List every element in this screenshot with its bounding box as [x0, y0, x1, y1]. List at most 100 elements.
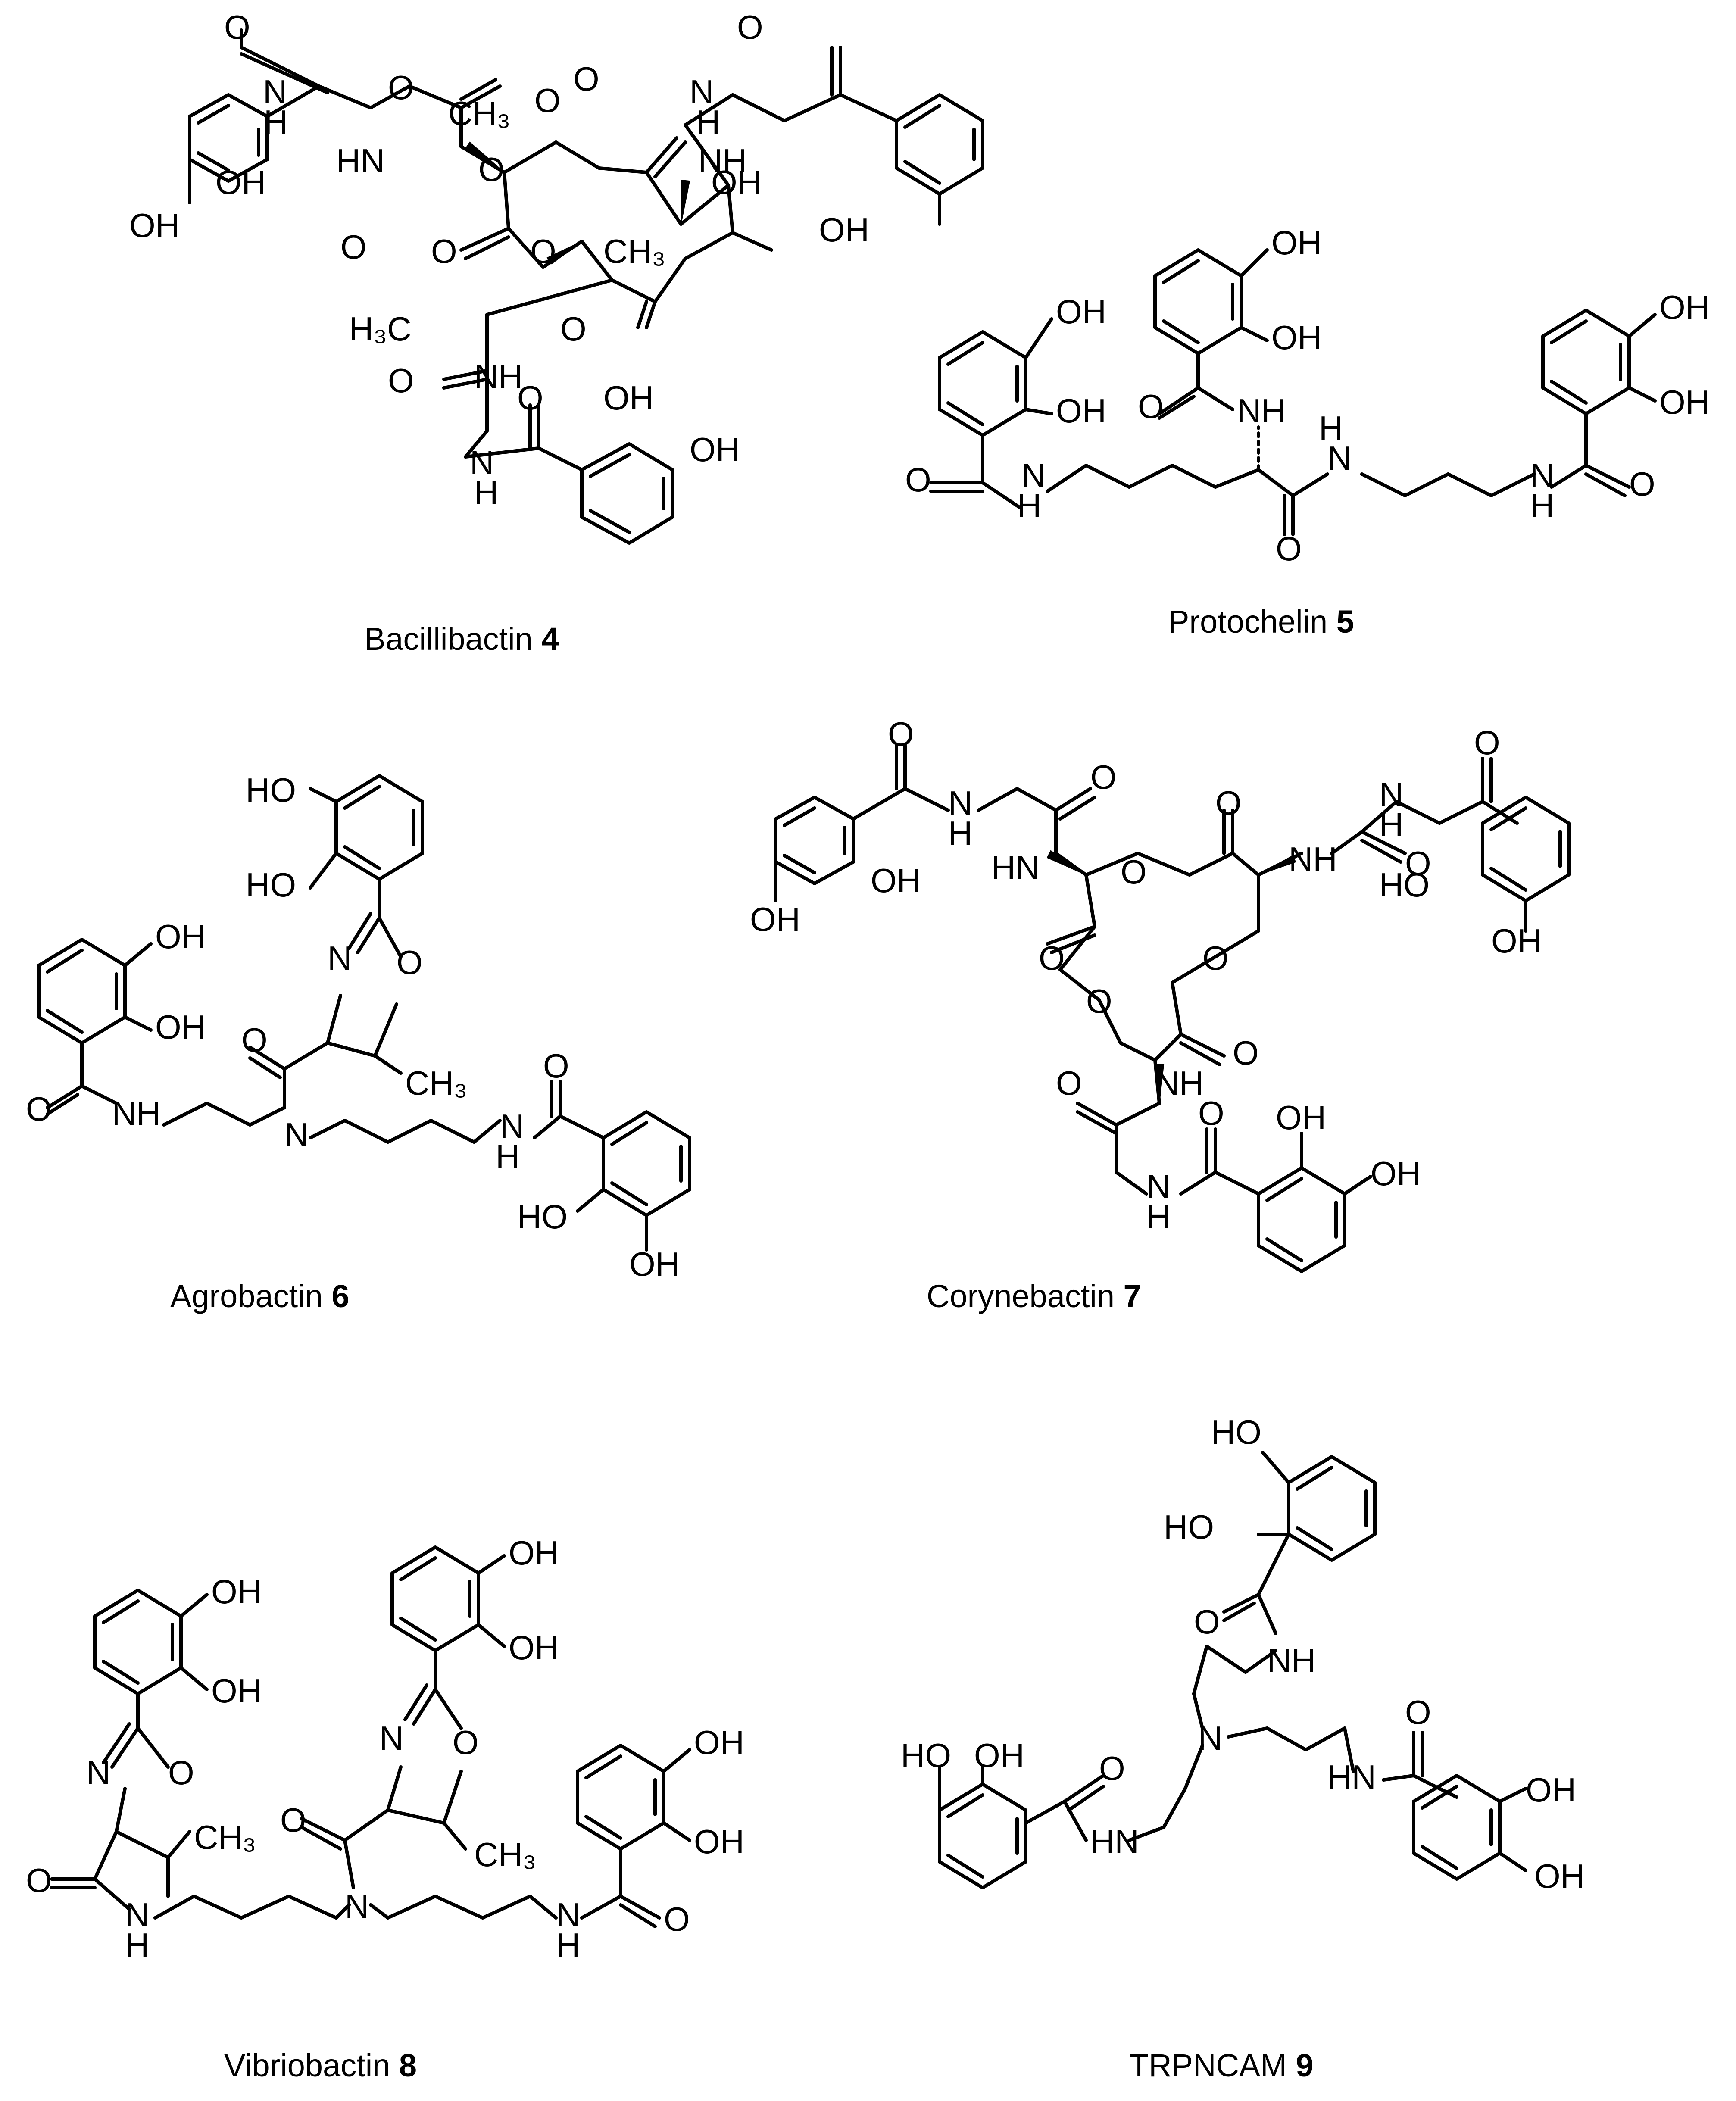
H-label: H — [1379, 805, 1403, 843]
O-label: O — [1405, 844, 1431, 882]
caption-protochelin: Protochelin 5 — [1168, 603, 1354, 640]
compound-name: Agrobactin — [170, 1278, 323, 1314]
caption-trpncam: TRPNCAM 9 — [1129, 2047, 1314, 2084]
OH-label: OH — [1271, 318, 1322, 356]
structure-bacillibactin: O N H O OH OH HN CH₃ O O O NH N H O OH O… — [129, 8, 984, 545]
OH-label: OH — [1371, 1155, 1421, 1193]
O-label: O — [478, 150, 505, 188]
OH-label: OH — [694, 1723, 744, 1761]
N-label: N — [125, 1896, 149, 1934]
compound-number: 6 — [331, 1278, 350, 1314]
O-label: O — [530, 232, 556, 270]
HO-label: HO — [1164, 1508, 1214, 1546]
structure-protochelin: OH OH O N H OH OH O NH O H N N H O OH OH — [905, 224, 1710, 568]
OH-label: OH — [819, 211, 869, 249]
N-label: N — [263, 73, 287, 111]
N-label: N — [470, 443, 494, 481]
HN-label: HN — [336, 142, 385, 180]
O-label: O — [1474, 724, 1500, 762]
O-label: O — [1276, 530, 1302, 568]
O-label: O — [388, 362, 414, 400]
O-label: O — [340, 228, 367, 266]
O-label: O — [26, 1861, 52, 1899]
O-label: O — [1194, 1603, 1220, 1641]
NH-label: NH — [112, 1094, 161, 1132]
NH-label: NH — [1267, 1642, 1316, 1680]
H-label: H — [1017, 487, 1041, 524]
structure-trpncam: HO HO O NH N HN O OH OH HN O HO OH — [901, 1413, 1585, 1895]
OH-label: OH — [509, 1534, 559, 1572]
H-label: H — [1146, 1198, 1171, 1236]
compound-number: 5 — [1336, 604, 1354, 640]
O-label: O — [241, 1021, 268, 1059]
O-label: O — [224, 8, 250, 46]
structure-vibriobactin: OH OH N O CH₃ O N H N O N O CH₃ OH OH N … — [26, 1534, 744, 1964]
N-label: N — [500, 1107, 524, 1145]
N-label: N — [556, 1896, 580, 1934]
N-label: N — [86, 1754, 110, 1792]
O-label: O — [1121, 853, 1147, 891]
H-label: H — [948, 814, 972, 852]
O-label: O — [1202, 939, 1229, 977]
OH-label: OH — [871, 862, 921, 899]
caption-bacillibactin: Bacillibactin 4 — [364, 621, 559, 657]
H-label: H — [264, 103, 288, 141]
O-label: O — [573, 60, 599, 98]
OH-label: OH — [1271, 224, 1322, 262]
HO-label: HO — [901, 1736, 951, 1774]
O-label: O — [1198, 1094, 1224, 1132]
OH-label: OH — [155, 1008, 206, 1046]
O-label: O — [1138, 387, 1164, 425]
O-label: O — [905, 461, 931, 499]
OH-label: OH — [129, 206, 180, 244]
NH-label: NH — [474, 357, 523, 395]
N-label: N — [948, 784, 972, 822]
O-label: O — [388, 69, 414, 106]
structure-agrobactin: OH OH O NH O N N O CH₃ HO HO N H O HO OH — [26, 771, 691, 1283]
N-label: N — [345, 1887, 369, 1925]
CH3-label: CH₃ — [603, 232, 665, 270]
OH-label: OH — [603, 379, 654, 417]
compound-number: 8 — [399, 2048, 417, 2083]
H-label: H — [696, 103, 720, 141]
OH-label: OH — [509, 1629, 559, 1667]
OH-label: OH — [750, 900, 800, 938]
O-label: O — [543, 1047, 569, 1085]
HN-label: HN — [991, 849, 1040, 887]
O-label: O — [280, 1801, 306, 1839]
compound-number: 4 — [541, 621, 559, 657]
OH-label: OH — [211, 1672, 262, 1710]
H-label: H — [1319, 409, 1343, 447]
compound-name: Bacillibactin — [364, 621, 533, 657]
O-label: O — [453, 1723, 479, 1761]
HO-label: HO — [246, 866, 296, 904]
CH3-label: CH₃ — [194, 1818, 256, 1856]
compound-number: 7 — [1123, 1278, 1141, 1314]
N-label: N — [1530, 456, 1554, 494]
HO-label: HO — [1379, 866, 1430, 904]
compound-number: 9 — [1296, 2048, 1314, 2083]
OH-label: OH — [690, 431, 740, 468]
compound-name: Vibriobactin — [224, 2048, 390, 2083]
caption-agrobactin: Agrobactin 6 — [170, 1278, 350, 1314]
H-label: H — [496, 1137, 520, 1175]
HO-label: HO — [517, 1198, 568, 1236]
O-label: O — [664, 1900, 690, 1938]
HO-label: OH — [711, 163, 762, 201]
OH-label: OH — [1491, 922, 1542, 960]
OH-label: OH — [629, 1245, 680, 1283]
O-label: O — [1099, 1749, 1125, 1787]
OH-label: OH — [155, 918, 206, 955]
O-label: O — [431, 232, 457, 270]
O-label: O — [737, 8, 763, 46]
OH-label: OH — [1659, 288, 1710, 326]
caption-vibriobactin: Vibriobactin 8 — [224, 2047, 417, 2084]
NH-label: NH — [1237, 392, 1286, 430]
O-label: O — [560, 310, 587, 348]
O-label: O — [1086, 982, 1112, 1020]
OH-label: OH — [974, 1736, 1024, 1774]
OH-label: OH — [1526, 1771, 1576, 1809]
OH-label: OH — [1276, 1099, 1326, 1136]
H-label: H — [474, 474, 498, 512]
